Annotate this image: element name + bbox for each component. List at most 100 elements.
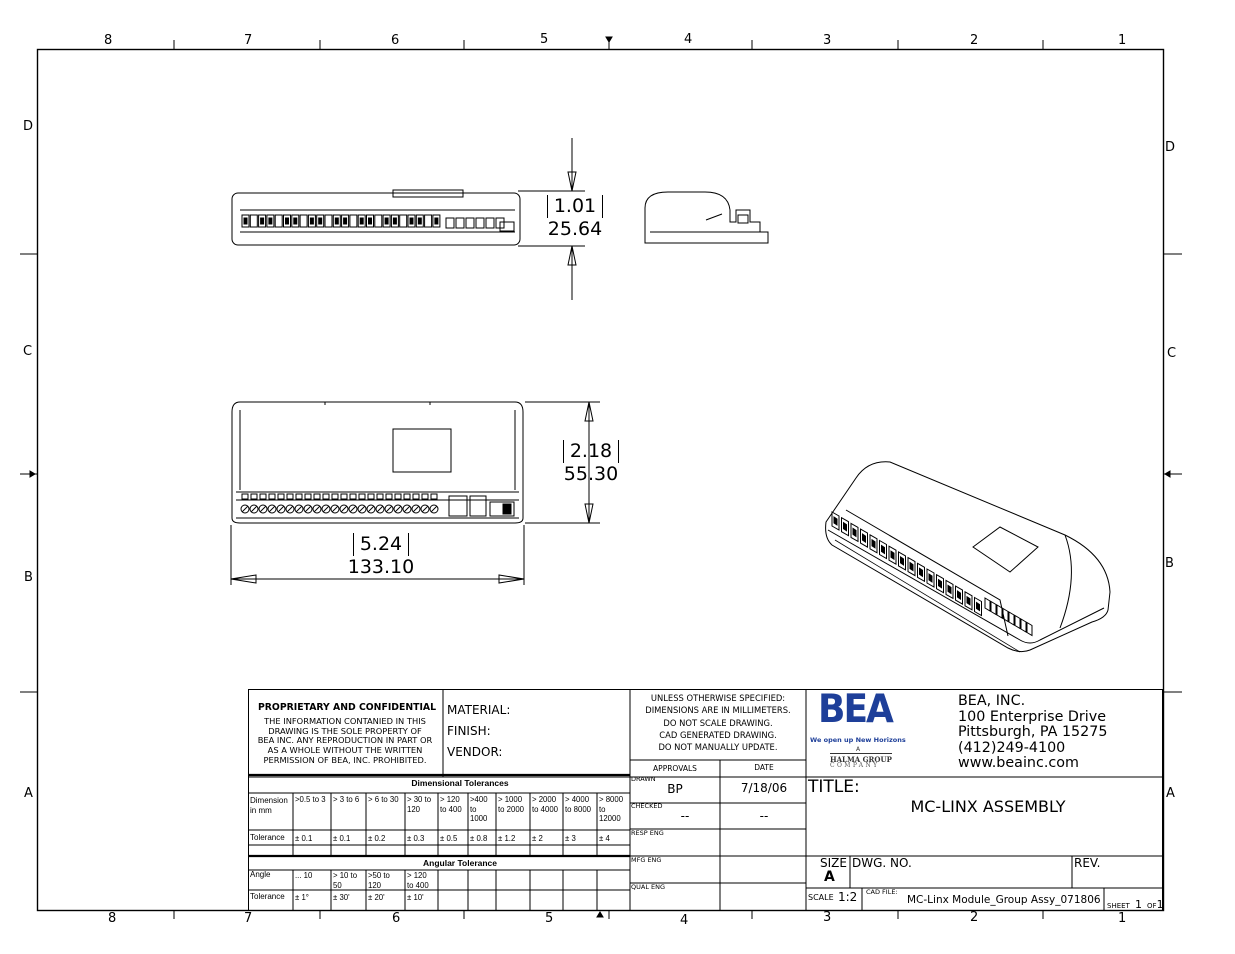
sheet-total: 1 (1156, 898, 1164, 911)
top-terminal-screw (366, 504, 376, 514)
drawn-label: DRAWN (631, 775, 656, 783)
angular-tolerance-value: ± 10' (407, 893, 424, 903)
zone-left-A: A (24, 786, 33, 801)
top-terminal-lever (313, 493, 321, 500)
iso-terminal-screw (900, 555, 904, 566)
confidential-text: THE INFORMATION CONTANIED IN THIS DRAWIN… (249, 716, 441, 766)
front-terminal-screw (318, 217, 323, 225)
front-terminal (316, 214, 325, 228)
top-terminal-lever (286, 493, 294, 500)
tolerance-label: Tolerance (250, 833, 285, 842)
dimension-range-line: > 6 to 30 (368, 795, 399, 804)
tolerance-value-line: ± 0.5 (440, 834, 458, 843)
top-terminal-slot (358, 505, 366, 513)
front-terminal (341, 214, 350, 228)
front-connector (445, 217, 455, 229)
iso-terminal-screw (833, 516, 838, 526)
front-terminal-screw (384, 217, 389, 225)
size-value: A (824, 869, 835, 885)
dimension-range-line: to 400 (440, 804, 462, 814)
top-terminal-slot (421, 505, 429, 513)
iso-terminal (869, 533, 878, 554)
dimension-range-line: to 8000 (565, 804, 592, 814)
front-terminal (332, 214, 341, 228)
dimension-range: > 3 to 6 (333, 795, 359, 805)
note-line: DO NOT SCALE DRAWING. (663, 717, 773, 728)
top-terminal-lever (421, 493, 429, 500)
dimension-range-line: to 2000 (498, 804, 525, 814)
top-terminal-lever (304, 493, 312, 500)
angle-range-line: 50 (333, 880, 342, 890)
tolerance-value: ± 3 (565, 834, 576, 844)
front-terminal (390, 214, 399, 228)
tolerance-value-line: ± 2 (532, 834, 543, 843)
iso-terminal-screw (966, 595, 971, 606)
confidential-heading: PROPRIETARY AND CONFIDENTIAL (257, 702, 437, 713)
front-terminal (299, 214, 308, 228)
zone-top-8: 8 (104, 33, 113, 48)
company-street: 100 Enterprise Drive (958, 708, 1107, 725)
zone-top-7: 7 (244, 33, 253, 48)
iso-terminal (926, 568, 935, 588)
front-terminal-screw (260, 217, 265, 225)
front-terminal (407, 214, 416, 228)
angular-tolerance-value-line: ± 20' (368, 893, 385, 902)
tolerance-value-line: ± 0.1 (333, 834, 351, 843)
iso-terminal (974, 596, 982, 617)
iso-terminal-screw (881, 544, 885, 555)
note-line: DO NOT MANUALLY UPDATE. (658, 742, 778, 753)
dimension-range-line: > 120 (440, 795, 460, 804)
of-label: OF (1147, 902, 1157, 910)
front-terminal-screw (334, 217, 339, 225)
angle-range-line: > 120 (407, 871, 427, 880)
top-terminal-screw (411, 504, 421, 514)
top-terminal-lever (250, 493, 258, 500)
note-line: UNLESS OTHERWISE SPECIFIED: (650, 693, 786, 703)
zone-left-D: D (23, 119, 34, 134)
top-terminal-slot (376, 505, 384, 513)
width-millimeters: 133.10 (347, 555, 415, 578)
zone-top-6: 6 (391, 33, 400, 48)
dimension-range-line: > 30 to (407, 795, 432, 804)
cad-file-label: CAD FILE: (866, 888, 898, 896)
front-terminal (258, 214, 267, 228)
dimension-range-line: > 8000 (599, 795, 624, 804)
iso-connector (984, 597, 991, 612)
width-dimension-label: 5.24 133.10 (338, 533, 424, 579)
iso-terminal-screw (947, 584, 952, 595)
zone-left-B: B (24, 570, 33, 585)
top-port (489, 501, 515, 517)
depth-inches: 2.18 (562, 440, 620, 463)
iso-terminal-screw (976, 601, 980, 612)
angular-tolerance-value: ± 1° (295, 893, 309, 903)
bea-logo: BEA We open up New Horizons A HALMA GROU… (810, 687, 910, 776)
title-block-lines (248, 689, 1163, 911)
top-terminal-lever (340, 493, 348, 500)
zone-top-3: 3 (823, 33, 832, 48)
front-port (499, 221, 515, 232)
top-terminal-slot (259, 505, 267, 513)
zone-top-2: 2 (970, 33, 979, 48)
logo-wordmark: BEA (818, 687, 894, 732)
top-terminal-screw (285, 504, 295, 514)
front-terminal-screw (409, 217, 414, 225)
angle-range-line: to 400 (407, 880, 429, 890)
height-millimeters: 25.64 (547, 217, 603, 240)
front-terminal (424, 214, 433, 228)
iso-terminal (955, 585, 963, 605)
dimension-label: Dimension (250, 796, 288, 805)
front-terminal (374, 214, 383, 228)
tolerance-value: ± 0.2 (368, 834, 385, 844)
front-terminal-screw (368, 217, 372, 225)
top-terminal-slot (286, 505, 294, 513)
top-terminal-screw (330, 504, 340, 514)
confidential-line: BEA INC. ANY REPRODUCTION IN PART OR (257, 735, 433, 746)
top-terminal-screw (429, 504, 439, 514)
top-terminal-lever (403, 493, 411, 500)
dimension-range-line: to 4000 (532, 804, 559, 814)
top-terminal-lever (349, 493, 357, 500)
dimension-row-label: Dimension in mm (250, 796, 288, 815)
top-terminal-slot (331, 505, 339, 513)
tolerance-value-line: ± 3 (565, 834, 576, 843)
